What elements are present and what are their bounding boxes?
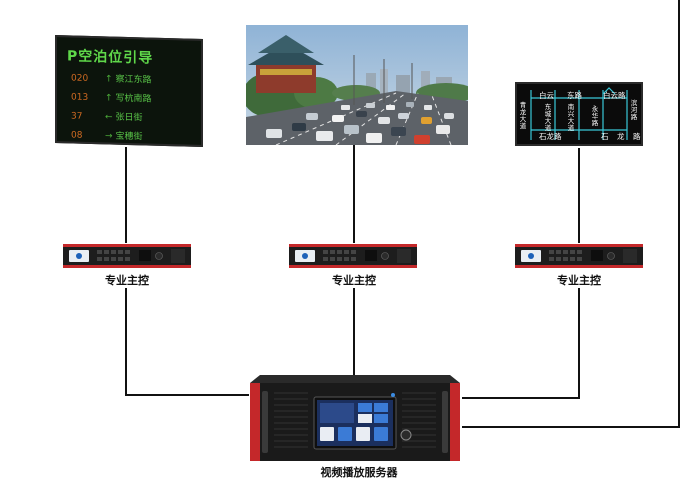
parking-row: 020↑察江东路 (71, 73, 152, 86)
map-vertical-label: 滨河路 (630, 99, 638, 121)
cable-screen1-controller1 (125, 147, 127, 243)
map-label: 龙 (617, 132, 625, 141)
map-label: 石龙路 (539, 132, 562, 141)
traffic-scene-image (246, 25, 468, 145)
cable-server-external-horizontal (462, 426, 680, 428)
cable-controller1-server (125, 394, 249, 396)
controller-caption: 专业主控 (332, 274, 376, 287)
cable-controller3-down (578, 288, 580, 399)
controller-device (63, 242, 191, 270)
controller-caption: 专业主控 (557, 274, 601, 287)
map-label: 白云路 (603, 91, 626, 100)
map-label: 路 (633, 132, 641, 141)
map-label: 东路 (567, 91, 582, 100)
cable-controller1-down (125, 288, 127, 396)
map-label: 石 (601, 132, 609, 141)
cable-screen3-controller3 (578, 148, 580, 243)
map-vertical-label: 青龙大道 (519, 101, 527, 130)
parking-screen-title: P空泊位引导 (67, 48, 154, 67)
map-vertical-label: 东城大道 (544, 103, 552, 132)
road-map-lines (530, 87, 628, 140)
parking-guidance-led-screen: P空泊位引导 020↑察江东路 013↑写杭南路 37←张日街 08→宝穗街 (55, 35, 203, 147)
cable-screen2-controller2 (353, 145, 355, 243)
traffic-cars (266, 102, 454, 144)
cable-controller2-server (353, 288, 355, 376)
cable-controller3-server (462, 397, 580, 399)
map-vertical-label: 南兴大道 (567, 103, 575, 132)
video-playback-server (246, 371, 464, 464)
map-vertical-label: 永华路 (591, 105, 599, 127)
road-map-led-screen: 白云 东路 白云路 石龙路 石 龙 路 青龙大道 东城大道 南兴大道 永华路 滨… (515, 82, 643, 146)
traffic-video-led-screen (246, 25, 468, 145)
controller-caption: 专业主控 (105, 274, 149, 287)
parking-row: 37←张日街 (71, 111, 143, 124)
parking-row: 08→宝穗街 (71, 130, 143, 143)
controller-device (515, 242, 643, 270)
map-label: 白云 (539, 91, 554, 100)
server-caption: 视频播放服务器 (320, 466, 398, 479)
controller-device (289, 242, 417, 270)
cable-server-external-vertical (678, 0, 680, 428)
parking-row: 013↑写杭南路 (71, 92, 152, 105)
